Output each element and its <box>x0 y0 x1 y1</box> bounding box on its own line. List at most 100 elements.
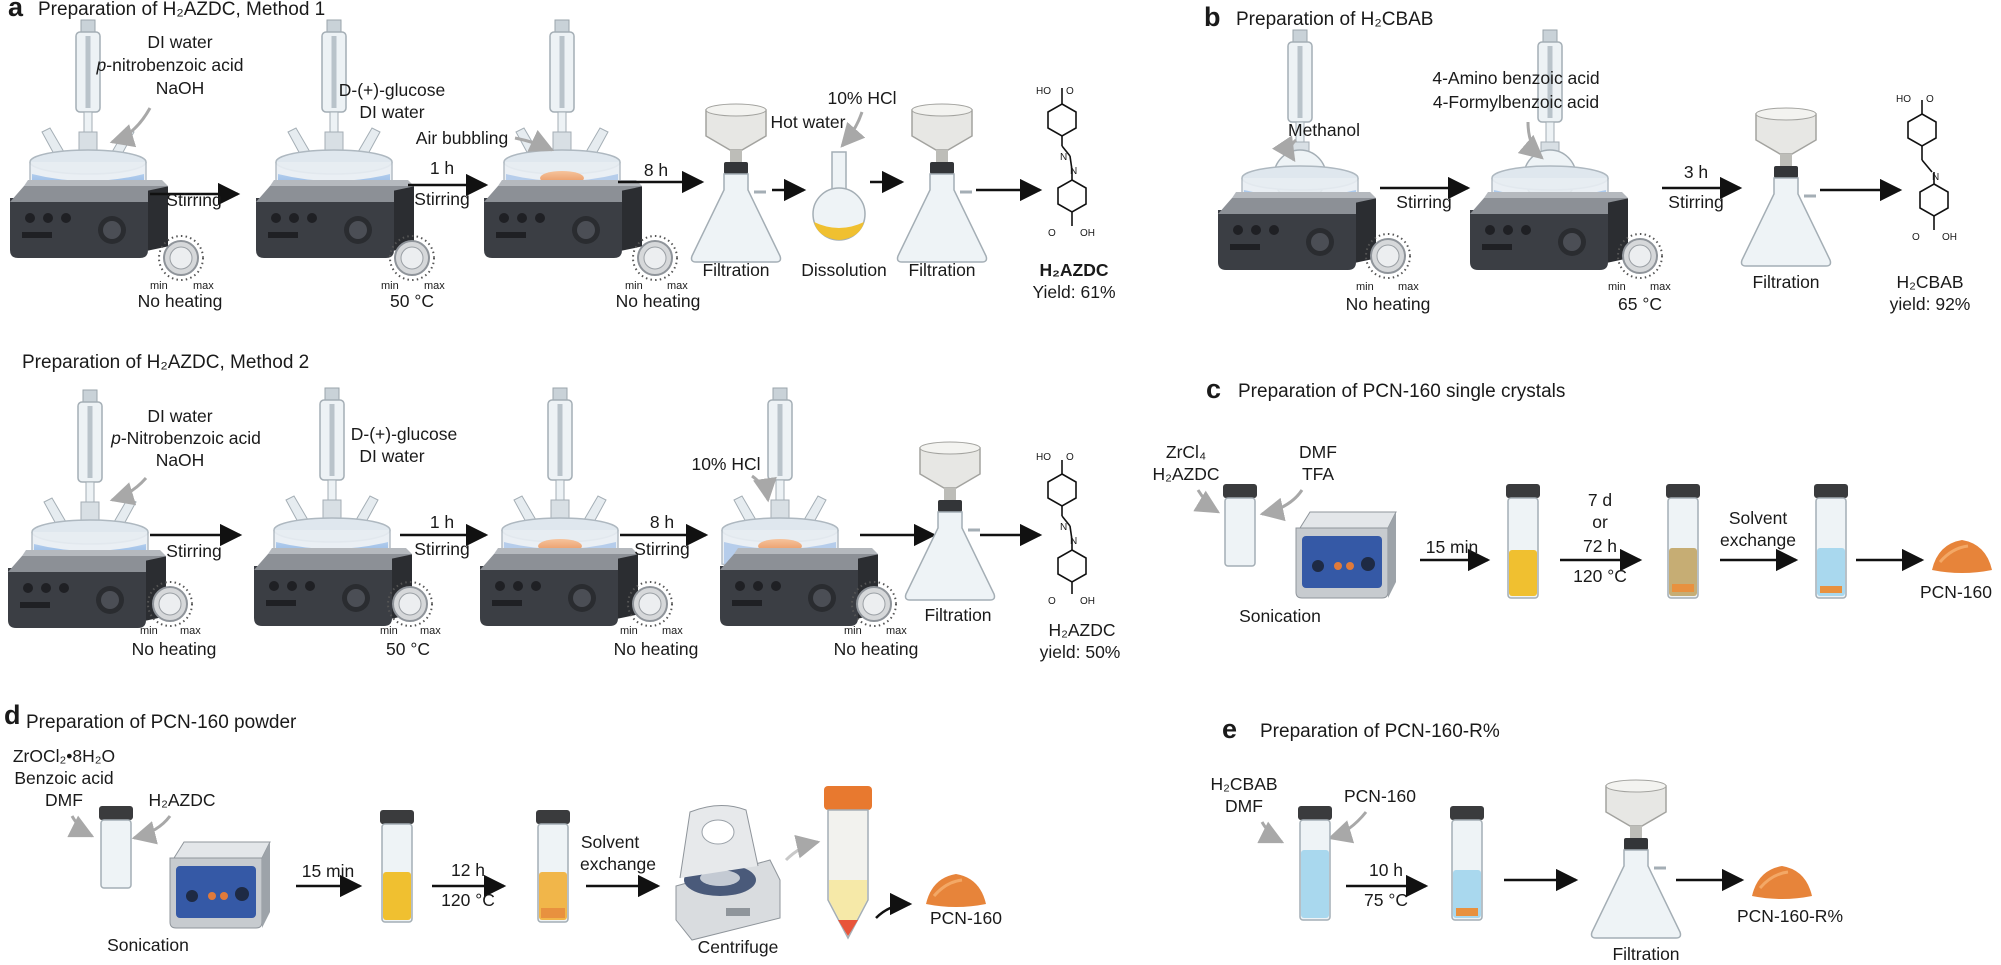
yield-label: yield: 50% <box>1040 642 1121 662</box>
addition-pointer <box>1517 121 1544 160</box>
chem-label: HO <box>1036 452 1051 463</box>
chem-label: O <box>1066 452 1074 463</box>
reagent-label: DMF <box>1299 442 1337 462</box>
arrow-label: 8 h <box>644 160 668 180</box>
chem-label: N <box>1060 152 1067 163</box>
vial-orange-icon <box>536 810 570 923</box>
condenser-icon <box>548 388 572 518</box>
reagent-label: H₂AZDC <box>148 790 215 810</box>
chem-label: HO <box>1896 94 1911 105</box>
h2azdc-structure <box>1047 460 1087 594</box>
reagent-label: NaOH <box>156 78 205 98</box>
step-label: Dissolution <box>801 260 887 280</box>
hcl-label: 10% HCl <box>827 88 896 108</box>
stirrer-hotplate-icon <box>720 548 878 626</box>
addition-pointer <box>67 815 95 838</box>
sonicator-icon <box>169 841 271 929</box>
chem-label: O <box>1066 86 1074 97</box>
reagent-label: p-nitrobenzoic acid <box>96 55 244 75</box>
reagent-label: D-(+)-glucose <box>351 424 458 444</box>
step-label: Filtration <box>702 260 769 280</box>
chem-label: N <box>1932 172 1939 183</box>
vial-yellow-icon <box>380 810 414 923</box>
reagent-label: DI water <box>147 406 212 426</box>
sonication-label: Sonication <box>1239 606 1321 626</box>
centrifuge-tube-icon <box>824 786 872 940</box>
condenser-icon <box>76 20 100 150</box>
arrow-label: 72 h <box>1583 536 1617 556</box>
chem-label: N <box>1060 522 1067 533</box>
stirrer-hotplate-icon <box>480 548 638 626</box>
reagent-label: NaOH <box>156 450 205 470</box>
reagent-label: DI water <box>147 32 212 52</box>
chem-label: O <box>1926 94 1934 105</box>
reagent-label: p-Nitrobenzoic acid <box>110 428 261 448</box>
heat-knob-icon <box>851 581 897 627</box>
sonicator-icon <box>1295 511 1397 599</box>
filtration-flask-icon <box>904 440 996 602</box>
stirrer-hotplate-icon <box>10 180 168 258</box>
arrow-label: 120 °C <box>1573 566 1627 586</box>
hcl-pointer <box>840 111 866 148</box>
knob-min-label: min <box>140 625 158 637</box>
step-label: Filtration <box>924 605 991 625</box>
reagent-label: Benzoic acid <box>14 768 113 788</box>
arrow-label: 15 min <box>1426 537 1479 557</box>
arrow-label: 1 h <box>430 158 454 178</box>
heat-label: No heating <box>1346 294 1431 314</box>
heat-knob-icon <box>627 581 673 627</box>
condenser-icon <box>78 390 102 520</box>
heat-label: No heating <box>614 639 699 659</box>
arrow-label: exchange <box>580 854 656 874</box>
condenser-icon <box>550 20 574 150</box>
hot-water-label: Hot water <box>771 112 846 132</box>
panel-c: c Preparation of PCN-160 single crystals… <box>1152 374 1994 626</box>
panel-a-method-1: a Preparation of H₂AZDC, Method 1 min ma… <box>8 0 1116 311</box>
reagent-label: DI water <box>359 446 424 466</box>
knob-min-label: min <box>625 280 643 292</box>
knob-max-label: max <box>420 625 441 637</box>
arrow-label: exchange <box>1720 530 1796 550</box>
stirrer-hotplate-icon <box>254 548 412 626</box>
panel-letter-e: e <box>1222 714 1237 744</box>
arrow-label: 75 °C <box>1364 890 1408 910</box>
chem-label: OH <box>1080 228 1095 239</box>
heat-knob-icon <box>147 581 193 627</box>
panel-e-title: Preparation of PCN-160-R% <box>1260 721 1500 742</box>
addition-pointer <box>109 107 152 148</box>
arrow-label: Solvent <box>581 832 640 852</box>
filtration-flask-icon <box>690 102 782 264</box>
method-1-title: Preparation of H₂AZDC, Method 1 <box>38 0 325 20</box>
arrow-label: 15 min <box>302 861 355 881</box>
arrow-label: 8 h <box>650 512 674 532</box>
vial-blue-icon <box>1814 484 1848 599</box>
heat-label: 65 °C <box>1618 294 1662 314</box>
air-bubbling-label: Air bubbling <box>416 128 508 148</box>
air-pointer <box>514 129 555 152</box>
addition-pointer <box>1327 811 1368 844</box>
yield-label: yield: 92% <box>1890 294 1971 314</box>
heat-label: No heating <box>616 291 701 311</box>
heat-knob-icon <box>1617 233 1663 279</box>
solvent-pointer <box>1272 135 1298 162</box>
addition-pointer <box>109 477 148 506</box>
step-label: Filtration <box>908 260 975 280</box>
heat-knob-icon <box>632 235 678 281</box>
stirrer-hotplate-icon <box>1470 192 1628 270</box>
heat-label: No heating <box>138 291 223 311</box>
method-2-title: Preparation of H₂AZDC, Method 2 <box>22 352 309 373</box>
filtration-flask-icon <box>896 102 988 264</box>
knob-min-label: min <box>620 625 638 637</box>
round-flask-icon <box>812 151 866 241</box>
knob-min-label: min <box>844 625 862 637</box>
chem-label: N <box>1070 166 1077 177</box>
condenser-icon <box>1288 30 1312 160</box>
stirrer-hotplate-icon <box>484 180 642 258</box>
condenser-icon <box>768 388 792 518</box>
centrifuge-label: Centrifuge <box>698 937 779 957</box>
reagent-label: ZrOCl₂•8H₂O <box>13 746 115 766</box>
hcl-label: 10% HCl <box>691 454 760 474</box>
panel-letter-d: d <box>4 700 21 730</box>
reagent-label: 4-Amino benzoic acid <box>1432 68 1599 88</box>
